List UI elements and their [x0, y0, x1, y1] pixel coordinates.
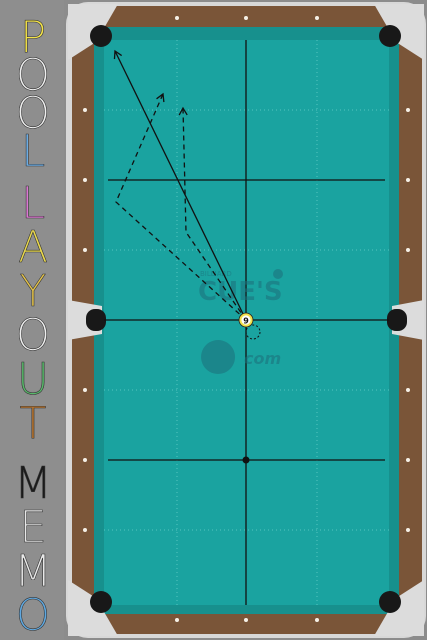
title-letter-pool-3: O: [16, 88, 51, 139]
title-strip: [0, 0, 64, 640]
pocket-top-left: [90, 25, 112, 47]
nine-ball-stripe-center: [241, 315, 251, 325]
title-letter-memo-2: E: [19, 502, 47, 553]
rail-diamond: [244, 618, 248, 622]
pocket-bottom-right: [379, 591, 401, 613]
shot-path-dashed-bank-1: [115, 92, 247, 321]
title-letter-layout-3: Y: [20, 266, 47, 317]
title-letter-pool-1: P: [20, 12, 47, 63]
title-letter-pool-2: O: [16, 50, 51, 101]
pocket-bottom-left: [90, 591, 112, 613]
nine-ball[interactable]: 9: [238, 312, 254, 328]
rail-diamond: [83, 528, 87, 532]
watermark-line2: CUE'S: [198, 277, 283, 307]
rail-diamond: [406, 458, 410, 462]
rail-diamonds: [83, 16, 410, 622]
rail-diamond: [175, 16, 179, 20]
rail-diamond: [83, 458, 87, 462]
title-letter-memo-1: M: [14, 458, 52, 509]
title-letter-pool-4: L: [21, 126, 46, 177]
title-letter-layout-1: L: [21, 178, 46, 229]
title-letter-layout-2: A: [18, 222, 48, 273]
title-letter-layout-6: T: [20, 398, 47, 449]
title-letter-layout-4: O: [16, 310, 51, 361]
watermark-emblem-icon: [201, 340, 236, 374]
rail-diamond: [175, 618, 179, 622]
pockets: [86, 25, 407, 613]
rail-diamond: [406, 248, 410, 252]
rail-diamond: [315, 618, 319, 622]
rail-diamond: [244, 16, 248, 20]
shot-paths: [113, 49, 247, 321]
title-letter-memo-4: O: [16, 590, 51, 640]
rail-diamond: [406, 528, 410, 532]
shot-path-dashed-bank-2: [178, 106, 247, 321]
rail-diamond: [406, 388, 410, 392]
foot-spot: [242, 456, 250, 464]
title-letter-layout-5: U: [17, 354, 49, 405]
ghost-ball-outline: [245, 324, 261, 340]
rail-diamond: [83, 108, 87, 112]
watermark-logo: BILLIARD CUE'S com: [198, 269, 283, 374]
rail-diamond: [83, 248, 87, 252]
pocket-side-right: [387, 309, 407, 331]
watermark-line3: com: [244, 349, 281, 368]
pocket-side-left: [86, 309, 106, 331]
shot-path-solid-to-corner: [113, 49, 247, 321]
rail-diamond: [406, 178, 410, 182]
rail-diamond: [315, 16, 319, 20]
rail-diamond: [406, 108, 410, 112]
watermark-line1: BILLIARD: [200, 270, 232, 278]
rail-diamond: [83, 388, 87, 392]
pocket-top-right: [379, 25, 401, 47]
rail-diamond: [83, 178, 87, 182]
title-letter-memo-3: M: [14, 546, 52, 597]
nine-ball-number: 9: [243, 316, 249, 325]
watermark-cue-icon: [273, 269, 283, 279]
